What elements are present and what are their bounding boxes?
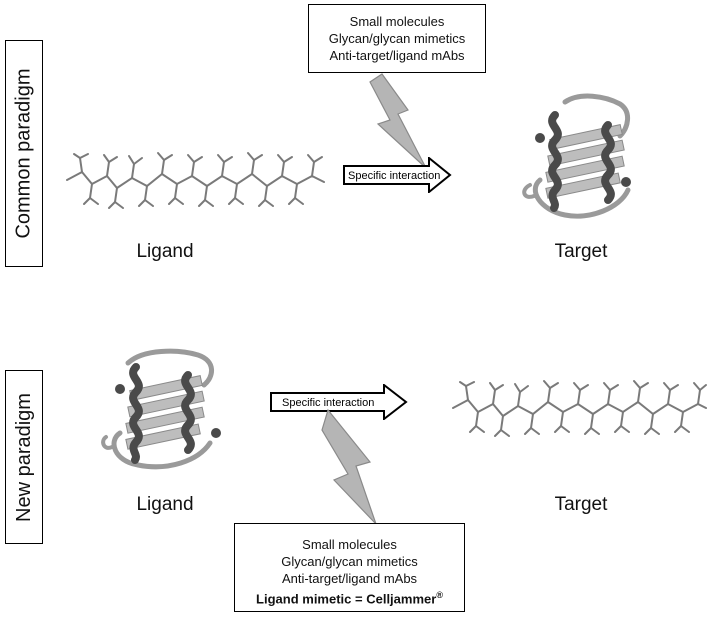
new-paradigm-text: New paradigm bbox=[12, 392, 35, 522]
top-ligand-caption: Ligand bbox=[136, 241, 194, 262]
bottom-callout-line-3: Anti-target/ligand mAbs bbox=[281, 571, 418, 586]
bottom-arrow-label: Specific interaction bbox=[282, 397, 374, 409]
top-callout-line-2: Glycan/glycan mimetics bbox=[328, 31, 466, 46]
bottom-callout-box: Small molecules Glycan/glycan mimetics A… bbox=[234, 523, 465, 612]
bottom-target-glycan-chain-icon bbox=[452, 380, 707, 437]
top-target-protein-structure-icon bbox=[522, 93, 631, 219]
bottom-target-caption: Target bbox=[554, 494, 608, 515]
bottom-callout-bold-line: Ligand mimetic = Celljammer® bbox=[235, 587, 464, 607]
top-callout-line-3: Anti-target/ligand mAbs bbox=[329, 48, 465, 63]
bottom-arrow-right-icon: Specific interaction bbox=[270, 384, 408, 420]
top-arrow-label: Specific interaction bbox=[348, 170, 440, 182]
top-arrow-right-icon: Specific interaction bbox=[343, 157, 452, 193]
registered-mark: ® bbox=[436, 590, 443, 600]
common-paradigm-label: Common paradigm bbox=[5, 40, 43, 267]
bottom-lightning-bolt-icon bbox=[321, 408, 377, 525]
top-lightning-bolt-icon bbox=[369, 73, 427, 169]
bottom-callout-line-2: Glycan/glycan mimetics bbox=[281, 554, 418, 569]
bottom-ligand-caption: Ligand bbox=[136, 494, 194, 515]
top-callout-line-1: Small molecules bbox=[349, 14, 445, 29]
celljammer-text: Ligand mimetic = Celljammer bbox=[256, 591, 437, 607]
top-ligand-glycan-chain-icon bbox=[66, 152, 325, 209]
top-callout-box: Small molecules Glycan/glycan mimetics A… bbox=[308, 4, 486, 73]
top-target-caption: Target bbox=[554, 241, 608, 262]
common-paradigm-text: Common paradigm bbox=[12, 68, 35, 239]
bottom-ligand-protein-structure-icon bbox=[101, 348, 221, 470]
bottom-callout-line-1: Small molecules bbox=[302, 537, 397, 552]
new-paradigm-label: New paradigm bbox=[5, 370, 43, 544]
